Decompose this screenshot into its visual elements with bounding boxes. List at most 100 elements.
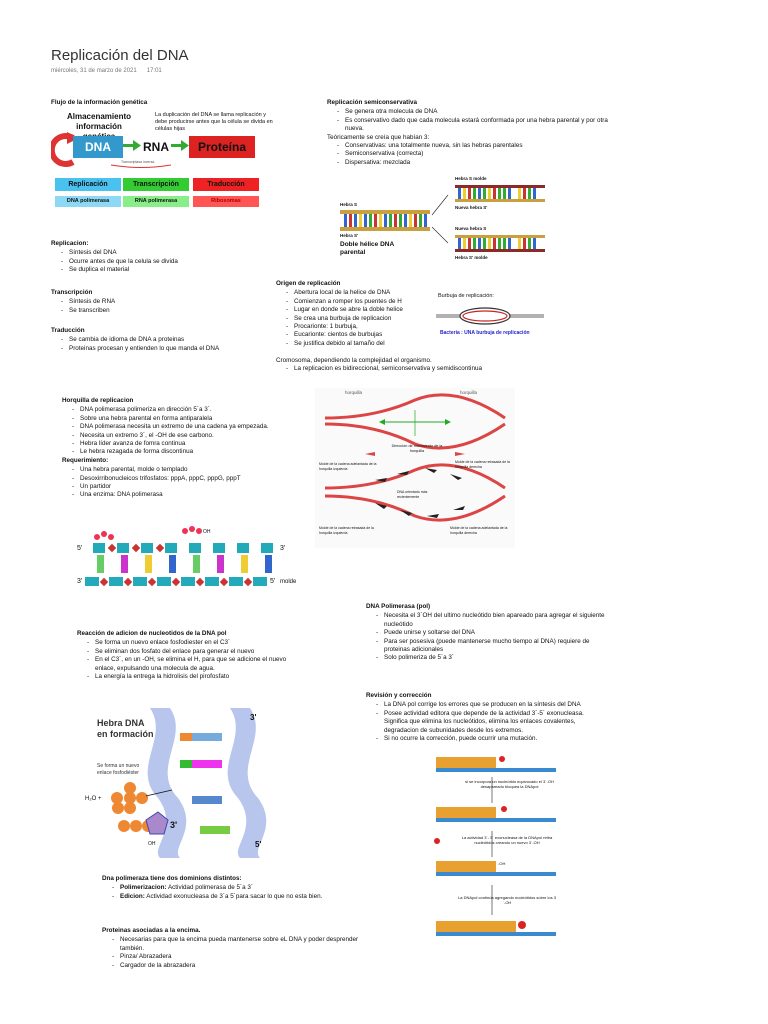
label-nueva-hebra-s-prime: Nueva hebra S' <box>455 205 488 210</box>
list-item: DNA polimerasa polimeriza en dirección 5… <box>72 406 277 415</box>
list-item: DNA polimerasa necesita un extremo de un… <box>72 423 277 432</box>
proteinas-heading: Proteinas asociadas a la encima. <box>102 927 201 934</box>
list-item: Posee actividad editora que depende de l… <box>376 710 608 735</box>
reaccion-section: Reacción de adicion de nucleotidos de la… <box>77 630 302 682</box>
requerimiento-heading: Requerimiento: <box>62 456 109 464</box>
flujo-note: La duplicación del DNA se llama replicac… <box>155 112 273 132</box>
theory-text: Teóricamente se creía que habían 3: <box>327 133 430 141</box>
correction-step2: La actividad 3´- 5´ exonucleasa de la DN… <box>461 835 553 845</box>
list-item: Conservativas: una totalmente nueva, sin… <box>337 142 617 151</box>
list-item: Desoxirribonucleicos trifosfatos: pppA, … <box>72 475 277 484</box>
reaccion-heading: Reacción de adicion de nucleotidos de la… <box>77 630 227 637</box>
revision-heading: Revisión y corrección <box>366 692 432 699</box>
date-text: miércoles, 31 de marzo de 2021 <box>51 68 137 74</box>
strand-3-prime-bottom: 3' <box>77 578 83 585</box>
list-item: Abertura local de la helice de DNA <box>286 289 516 298</box>
list-item: Le hebra rezagada de forma discontinua <box>72 448 277 457</box>
protein-box: Proteína <box>189 136 255 158</box>
correction-oh: -OH <box>498 861 506 866</box>
list-item: Se crea una burbuja de replicacion <box>286 315 516 324</box>
polimerasa-section: DNA Polimerasa (pol) Necesita el 3´OH de… <box>366 603 606 663</box>
list-item: Edicion: Actividad exonucleasa de 3´a 5´… <box>112 892 362 902</box>
horquilla-heading: Horquilla de replicacion <box>62 397 134 404</box>
list-item: Lugar en donde se abre la doble helice <box>286 306 516 315</box>
label-hebra-s-prime: Hebra S' <box>340 233 359 238</box>
flujo-section: Flujo de la información genética <box>51 99 147 108</box>
fork-molde-der2: Molde de la cadena adelantada de la horq… <box>450 526 508 535</box>
strand-diagram <box>85 526 273 587</box>
bubble-diagram <box>436 307 544 325</box>
label-nueva-hebra-s: Nueva hebra S <box>455 226 487 231</box>
traduccion-section: Traducción Se cambia de idioma de DNA a … <box>51 327 266 354</box>
dna-box: DNA <box>73 136 123 158</box>
dominios-section: Dna polimeraza tiene dos dominions disti… <box>102 875 362 902</box>
list-item: Necesarias para que la encima pueda mant… <box>112 936 367 953</box>
origen-heading: Origen de replicación <box>276 280 341 287</box>
list-item: Sobre una hebra parental en forma antipa… <box>72 415 277 424</box>
fork-horquilla-left: horquilla <box>345 390 363 395</box>
correction-step3: La DNApol continúa agregando nucleótidos… <box>458 895 556 905</box>
list-item: Se forma un nuevo enlace fosfodiester en… <box>87 639 302 648</box>
hebra-5-prime: 5' <box>255 840 262 849</box>
label-hebra-s-prime-molde: Hebra S' molde <box>455 255 488 260</box>
hebra-title: Hebra DNA en formación <box>97 718 154 739</box>
replicacion-heading: Replicacion: <box>51 240 89 247</box>
fork-molde-izq: Molde de la cadena adelantada de la horq… <box>319 462 377 471</box>
strand-oh: OH <box>203 529 211 535</box>
list-item: Una enzima: DNA polimerasa <box>72 491 277 500</box>
list-item: Un partidor <box>72 483 277 492</box>
strand-molde: molde <box>280 579 297 585</box>
list-item: Se genera otra molecula de DNA <box>337 108 617 117</box>
rna-box: RNA <box>143 140 169 154</box>
list-item: La energía la entrega la hidrolisis del … <box>87 673 302 682</box>
list-item: Se duplica el material <box>61 266 251 275</box>
list-item: Se transcriben <box>61 307 251 316</box>
strand-figure: 5' 3' 3' 5' molde OH <box>75 525 296 590</box>
label-hebra-s-molde: Hebra S molde <box>455 176 487 181</box>
fork-direction: Dirección de movimiento de la horquilla <box>391 444 443 453</box>
list-item: Dispersativa: mezclada <box>337 159 617 168</box>
replicacion-section: Replicacion: Síntesis del DNA Ocurre ant… <box>51 240 251 275</box>
flujo-heading: Flujo de la información genética <box>51 99 148 106</box>
list-item: Semiconservativa (correcta) <box>337 150 617 159</box>
origen-continuation: Cromosoma, dependiendo la complejidad el… <box>276 357 576 374</box>
list-item: Solo polimeriza de 5´a 3´ <box>376 654 606 663</box>
semiconservativa-heading: Replicación semiconservativa <box>327 99 417 106</box>
horquilla-section: Horquilla de replicacion DNA polimerasa … <box>62 397 277 500</box>
bubble-caption: Bacteria : UNA burbuja de replicación <box>440 330 530 336</box>
hebra-3-prime: 3' <box>170 820 178 830</box>
dominio-bold: Edicion: <box>120 892 145 900</box>
list-item: Eucarionte: cientos de burbujas <box>286 331 516 340</box>
flujo-figure: Almacenamiento información genética La d… <box>51 110 276 220</box>
correction-diagram <box>434 756 556 936</box>
correction-step1: si se incorpora un nucleótido equivocado… <box>465 779 554 789</box>
list-item: La replicacion es bidireccional, semicon… <box>286 365 576 374</box>
fork-horquilla-right: horquilla <box>460 390 478 395</box>
fork-molde-izq2: Molde de la cadena retrasada de la horqu… <box>319 526 374 535</box>
list-item: Se justifica debido al tamaño del <box>286 340 516 349</box>
strand-5-prime-bottom: 5' <box>270 578 276 585</box>
hebra-oh: OH <box>148 841 156 847</box>
origen-section: Origen de replicación Abertura local de … <box>276 280 516 349</box>
list-item: Hebra líder avanza de fomra continua <box>72 440 277 449</box>
proc-transcripcion: Transcripción <box>123 178 189 191</box>
hebra-subtitle: Se forma un nuevo enlace fosfodiéster <box>97 763 140 776</box>
list-item: Necesita un extremo 3´, el -OH de ese ca… <box>72 432 277 441</box>
label-hebra-s: Hebra S <box>340 202 358 207</box>
bubble-figure: Burbuja de replicación: Bacteria : UNA b… <box>430 290 550 342</box>
continuation-text: Cromosoma, dependiendo la complejidad el… <box>276 357 432 364</box>
list-item: En el C3´, en un -OH, se elimina el H, p… <box>87 656 302 673</box>
strand-3-prime: 3' <box>280 545 286 552</box>
enz-ribosomas: Ribosomas <box>193 196 259 207</box>
hebra-figure: Hebra DNA en formación Se forma un nuevo… <box>80 708 280 858</box>
dominio-text: Actividad exonucleasa de 3´a 5´para saca… <box>144 892 323 900</box>
dominios-heading: Dna polimeraza tiene dos dominions disti… <box>102 875 242 882</box>
proc-replicacion: Replicación <box>55 178 121 191</box>
list-item: Polimerizacion: Actividad polimerasa de … <box>112 884 362 893</box>
dominio-bold: Polimerizacion: <box>120 884 167 892</box>
fork-figure: horquilla horquilla Dirección de movimie… <box>315 388 515 548</box>
enz-rna-pol: RNA polimerasa <box>123 196 189 207</box>
proteinas-section: Proteinas asociadas a la encima. Necesar… <box>102 927 367 970</box>
list-item: Una hebra parental, molde o templado <box>72 466 277 475</box>
hebra-h2o: H₂O + <box>85 796 102 802</box>
